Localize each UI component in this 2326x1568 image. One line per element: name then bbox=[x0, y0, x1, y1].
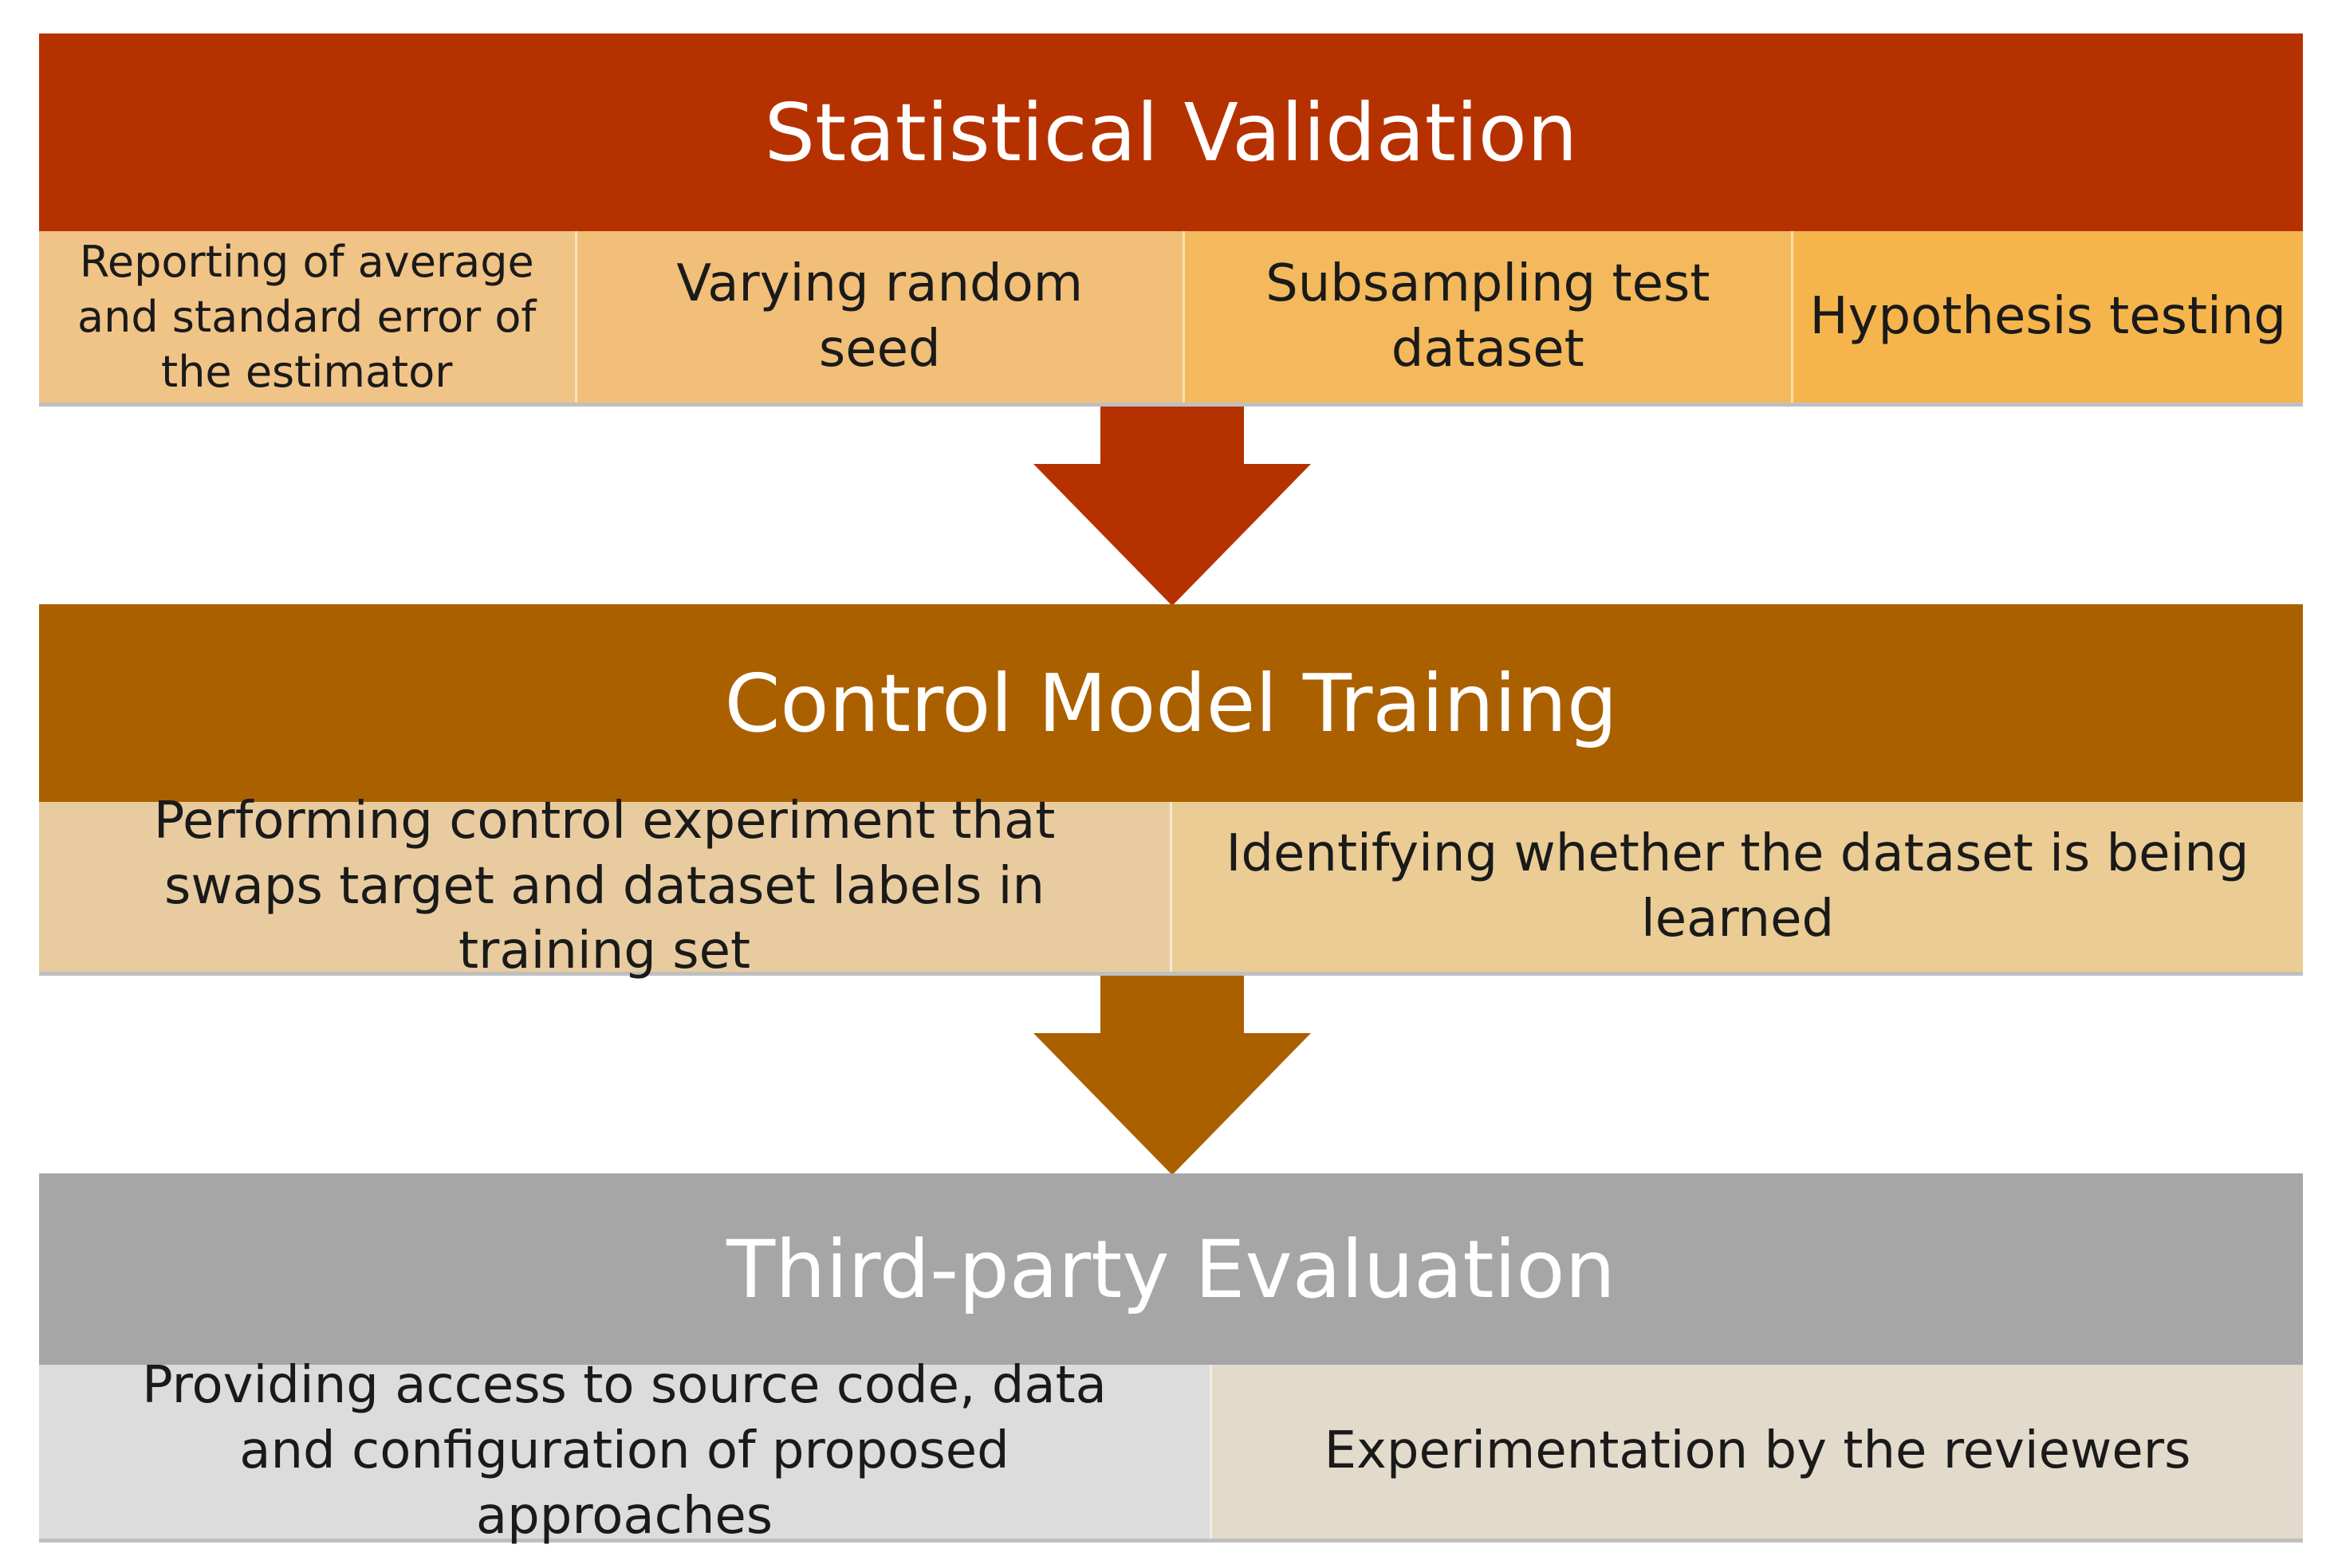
stage-control-model-training-header: Control Model Training bbox=[39, 604, 2303, 802]
item-hypothesis-testing: Hypothesis testing bbox=[1790, 231, 2303, 403]
item-identifying-dataset-learned: Identifying whether the dataset is being… bbox=[1170, 802, 2303, 972]
down-arrow-shape bbox=[1033, 407, 1311, 606]
item-experimentation-reviewers: Experimentation by the reviewers bbox=[1210, 1365, 2303, 1539]
item-reporting-average: Reporting of average and standard error … bbox=[39, 231, 575, 403]
stage-statistical-validation-header: Statistical Validation bbox=[39, 33, 2303, 231]
stage-title: Statistical Validation bbox=[764, 85, 1578, 179]
down-arrow-icon bbox=[1033, 407, 1311, 606]
stage-title: Control Model Training bbox=[724, 656, 1618, 750]
stage-title: Third-party Evaluation bbox=[726, 1222, 1616, 1316]
down-arrow-shape bbox=[1033, 976, 1311, 1175]
item-providing-access: Providing access to source code, data an… bbox=[39, 1356, 1210, 1546]
item-varying-random-seed: Varying random seed bbox=[574, 231, 1183, 403]
stage-control-model-training-items: Performing control experiment that swaps… bbox=[39, 792, 2303, 980]
stage-third-party-evaluation-items: Providing access to source code, data an… bbox=[39, 1356, 2303, 1546]
item-performing-control-experiment: Performing control experiment that swaps… bbox=[39, 792, 1170, 980]
stage-third-party-evaluation-header: Third-party Evaluation bbox=[39, 1173, 2303, 1365]
stage-statistical-validation-items: Reporting of average and standard error … bbox=[39, 231, 2303, 407]
down-arrow-icon bbox=[1033, 976, 1311, 1175]
item-subsampling-test-dataset: Subsampling test dataset bbox=[1183, 231, 1791, 403]
